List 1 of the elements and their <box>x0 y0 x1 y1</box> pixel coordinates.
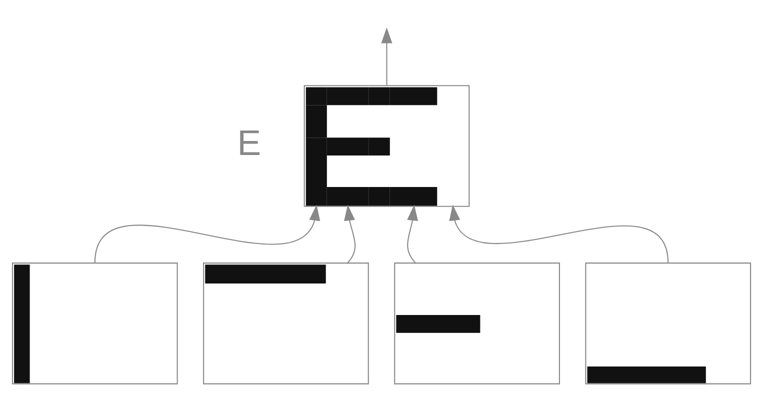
node-label: E <box>237 122 262 163</box>
